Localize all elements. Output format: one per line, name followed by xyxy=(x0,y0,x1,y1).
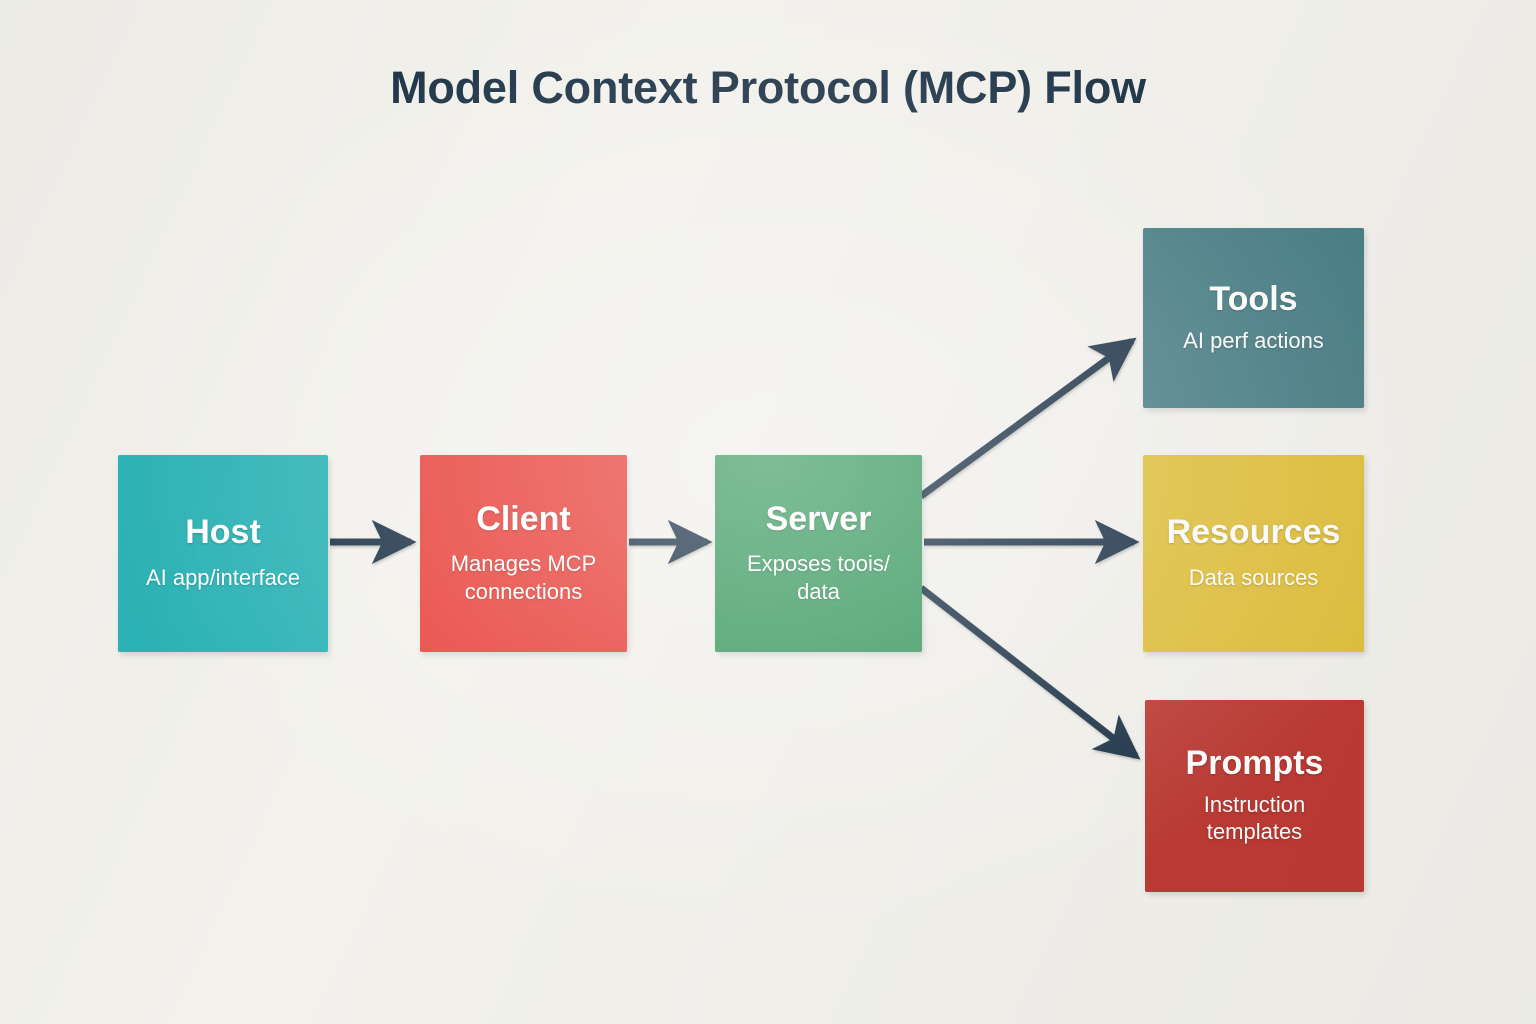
node-tools[interactable]: Tools AI perf actions xyxy=(1143,228,1364,408)
node-client[interactable]: Client Manages MCP connections xyxy=(420,455,627,652)
node-prompts-title: Prompts xyxy=(1185,744,1324,783)
node-server-title: Server xyxy=(765,499,872,538)
node-client-subtitle: Manages MCP connections xyxy=(450,551,597,604)
node-host[interactable]: Host AI app/interface xyxy=(118,455,328,652)
node-resources-title: Resources xyxy=(1166,513,1341,552)
edge-server-to-tools xyxy=(918,337,1137,499)
edge-server-to-prompts xyxy=(918,585,1141,760)
node-prompts[interactable]: Prompts Instruction templates xyxy=(1145,700,1364,892)
node-server[interactable]: Server Exposes toois/ data xyxy=(715,455,922,652)
node-resources[interactable]: Resources Data sources xyxy=(1143,455,1364,652)
page-title: Model Context Protocol (MCP) Flow xyxy=(390,62,1146,113)
node-tools-title: Tools xyxy=(1209,279,1298,318)
node-host-title: Host xyxy=(185,513,261,552)
node-tools-subtitle: AI perf actions xyxy=(1183,327,1324,353)
node-client-title: Client xyxy=(476,499,571,538)
node-resources-subtitle: Data sources xyxy=(1188,565,1319,591)
node-server-subtitle: Exposes toois/ data xyxy=(746,551,891,604)
node-prompts-subtitle: Instruction templates xyxy=(1203,791,1306,845)
node-host-subtitle: AI app/interface xyxy=(145,565,301,591)
